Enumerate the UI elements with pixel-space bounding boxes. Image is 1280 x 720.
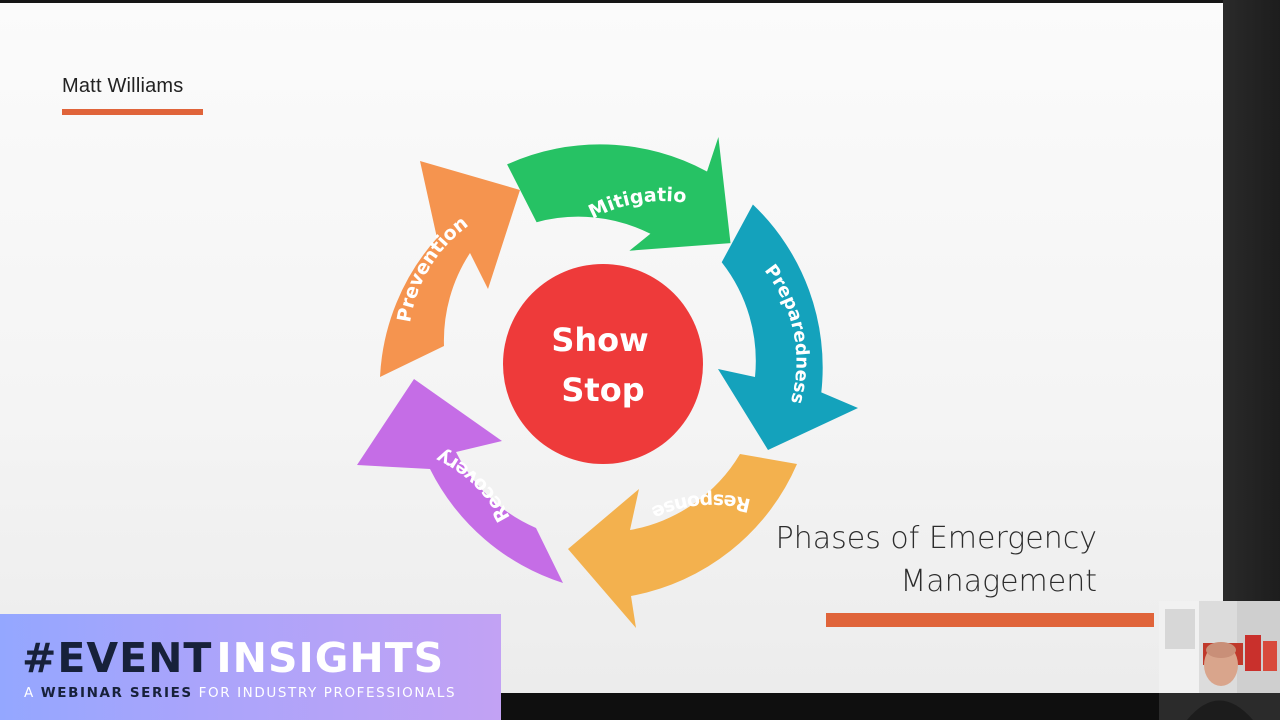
slide-title: Phases of Emergency Management [776, 517, 1097, 603]
slide-title-line-2: Management [900, 564, 1097, 599]
center-label-line-1: Show [551, 321, 648, 359]
title-underline [826, 613, 1154, 627]
video-side-panel [1223, 0, 1280, 720]
banner-subtitle: A WEBINAR SERIES FOR INDUSTRY PROFESSION… [24, 685, 456, 701]
slide-title-line-1: Phases of Emergency [775, 521, 1097, 556]
author-underline [62, 109, 203, 115]
prevention-arrow [380, 161, 520, 377]
response-arrow [568, 454, 797, 628]
banner-sub-bold: WEBINAR SERIES [40, 685, 193, 701]
presenter-webcam [1159, 601, 1280, 720]
webcam-video-frame [1159, 601, 1280, 720]
banner-title: #EVENTINSIGHTS [22, 634, 444, 682]
recovery-arrow [357, 379, 563, 583]
banner-sub-rest: FOR INDUSTRY PROFESSIONALS [198, 685, 457, 701]
banner-insights: INSIGHTS [216, 634, 445, 682]
preparedness-arrow [718, 204, 858, 450]
author-name: Matt Williams [62, 75, 184, 97]
show-stop-circle [503, 264, 703, 464]
event-insights-banner: #EVENTINSIGHTS A WEBINAR SERIES FOR INDU… [0, 614, 501, 720]
emergency-cycle-diagram: Mitigation Preparedness Response Recover… [340, 123, 858, 628]
presentation-slide: Matt Williams Mitigation Preparedness Re… [0, 3, 1223, 693]
banner-hashtag: #EVENT [22, 634, 213, 682]
mitigation-arrow [507, 137, 731, 251]
banner-sub-prefix: A [24, 685, 35, 701]
center-label-line-2: Stop [561, 371, 644, 409]
